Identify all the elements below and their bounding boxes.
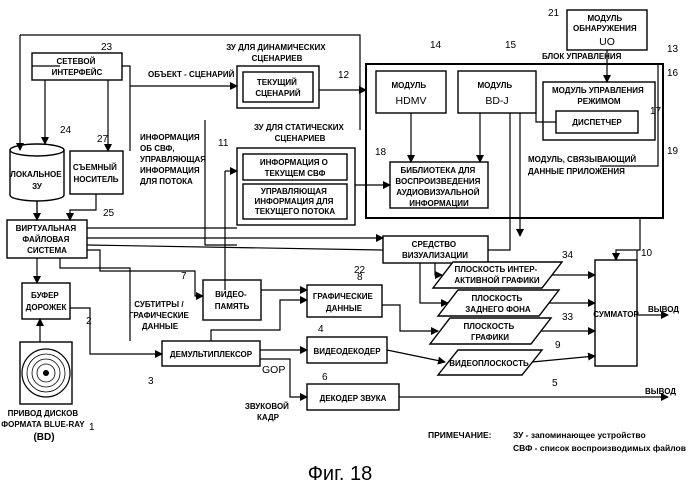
svg-text:9: 9 bbox=[555, 340, 561, 351]
svg-text:6: 6 bbox=[322, 372, 328, 383]
svg-text:25: 25 bbox=[103, 208, 115, 219]
svg-text:2: 2 bbox=[86, 316, 92, 327]
playlist-info-label: ИНФОРМАЦИЯ ОБ СВФ, УПРАВЛЯЮЩАЯ ИНФОРМАЦИ… bbox=[140, 133, 208, 186]
dyn-memory-title: ЗУ ДЛЯ ДИНАМИЧЕСКИХ СЦЕНАРИЕВ bbox=[226, 43, 328, 63]
current-stream-ctrl-label: УПРАВЛЯЮЩАЯ ИНФОРМАЦИЯ ДЛЯ ТЕКУЩЕГО ПОТО… bbox=[254, 187, 335, 216]
adder-label: СУММАТОР bbox=[593, 310, 639, 319]
svg-text:27: 27 bbox=[97, 134, 109, 145]
svg-text:14: 14 bbox=[430, 40, 442, 51]
svg-text:16: 16 bbox=[667, 68, 679, 79]
note-line-2: СВФ - список воспроизводимых файлов bbox=[513, 443, 686, 453]
svg-text:5: 5 bbox=[552, 378, 558, 389]
svg-text:4: 4 bbox=[318, 324, 324, 335]
svg-text:13: 13 bbox=[667, 44, 679, 55]
svg-text:22: 22 bbox=[354, 265, 366, 276]
svg-text:15: 15 bbox=[505, 40, 517, 51]
note-line-1: ЗУ - запоминающее устройство bbox=[513, 430, 646, 440]
note-prefix: ПРИМЕЧАНИЕ: bbox=[428, 430, 492, 440]
svg-text:12: 12 bbox=[338, 70, 350, 81]
svg-text:11: 11 bbox=[218, 138, 229, 149]
svg-text:19: 19 bbox=[667, 146, 679, 157]
svg-text:21: 21 bbox=[548, 8, 560, 19]
demux-label: ДЕМУЛЬТИПЛЕКСОР bbox=[170, 350, 253, 359]
control-unit-label: БЛОК УПРАВЛЕНИЯ bbox=[542, 52, 622, 61]
video-memory-box bbox=[203, 280, 261, 320]
video-plane-label: ВИДЕОПЛОСКОСТЬ bbox=[449, 359, 529, 368]
gop-label: GOP bbox=[262, 364, 285, 376]
track-buffer-box bbox=[22, 283, 70, 319]
object-scenario-label: ОБЪЕКТ - СЦЕНАРИЙ bbox=[148, 70, 235, 79]
audio-decoder-label: ДЕКОДЕР ЗВУКА bbox=[320, 394, 387, 403]
static-memory-title: ЗУ ДЛЯ СТАТИЧЕСКИХ СЦЕНАРИЕВ bbox=[254, 123, 346, 143]
output-1-label: ВЫВОД bbox=[648, 305, 679, 314]
bd-drive-label: ПРИВОД ДИСКОВ ФОРМАТА BLUE-RAY (BD) bbox=[1, 409, 86, 443]
svg-text:23: 23 bbox=[101, 42, 113, 53]
svg-text:34: 34 bbox=[562, 250, 574, 261]
disc-icon bbox=[22, 349, 70, 397]
svg-text:24: 24 bbox=[60, 125, 72, 136]
svg-text:3: 3 bbox=[148, 376, 154, 387]
removable-media-box bbox=[70, 151, 123, 194]
output-2-label: ВЫВОД bbox=[645, 387, 676, 396]
audio-frame-label: ЗВУКОВОЙ КАДР bbox=[245, 402, 291, 422]
svg-text:10: 10 bbox=[641, 248, 653, 259]
svg-text:1: 1 bbox=[89, 422, 95, 433]
svg-text:7: 7 bbox=[181, 271, 187, 282]
svg-text:17: 17 bbox=[650, 106, 662, 117]
subtitles-graphics-label: СУБТИТРЫ / ГРАФИЧЕСКИЕ ДАННЫЕ bbox=[129, 300, 191, 331]
dispatcher-label: ДИСПЕТЧЕР bbox=[572, 118, 622, 127]
figure-caption: Фиг. 18 bbox=[308, 463, 373, 485]
video-decoder-label: ВИДЕОДЕКОДЕР bbox=[313, 347, 381, 356]
svg-text:33: 33 bbox=[562, 312, 574, 323]
svg-text:18: 18 bbox=[375, 147, 387, 158]
